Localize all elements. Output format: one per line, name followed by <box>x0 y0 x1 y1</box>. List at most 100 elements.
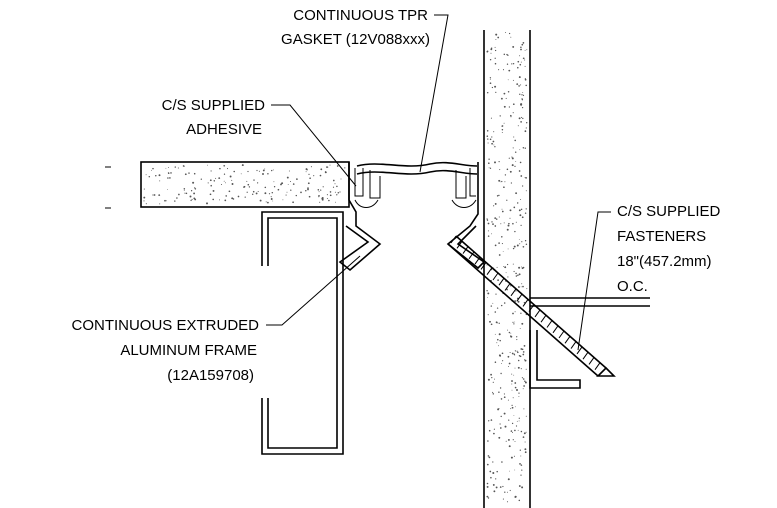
speckle-dot <box>287 183 289 185</box>
speckle-dot <box>490 117 492 119</box>
speckle-dot <box>508 32 511 35</box>
speckle-dot <box>168 167 170 169</box>
speckle-dot <box>494 361 497 363</box>
speckle-dot <box>510 456 513 459</box>
speckle-dot <box>507 248 509 250</box>
speckle-dot <box>491 136 493 138</box>
speckle-dot <box>518 485 521 487</box>
speckle-dot <box>499 387 502 389</box>
speckle-dot <box>511 422 514 425</box>
speckle-dot <box>513 353 516 355</box>
speckle-dot <box>273 181 275 183</box>
speckle-dot <box>524 359 527 362</box>
speckle-dot <box>517 351 519 354</box>
speckle-dot <box>490 48 493 51</box>
speckle-dot <box>524 147 526 149</box>
speckle-dot <box>497 338 499 341</box>
speckle-dot <box>340 178 342 180</box>
speckle-dot <box>270 198 273 200</box>
speckle-dot <box>514 469 516 471</box>
speckle-dot <box>492 391 494 393</box>
speckle-dot <box>233 170 235 173</box>
tpr-gasket <box>356 161 478 175</box>
speckle-dot <box>517 60 520 63</box>
speckle-dot <box>512 397 514 399</box>
speckle-dot <box>490 52 492 54</box>
speckle-dot <box>514 151 517 153</box>
speckle-dot <box>520 455 522 457</box>
speckle-dot <box>285 194 287 196</box>
speckle-dot <box>500 372 502 375</box>
speckle-dot <box>520 84 522 86</box>
speckle-dot <box>270 196 272 198</box>
speckle-dot <box>499 427 502 429</box>
speckle-dot <box>288 170 290 172</box>
speckle-dot <box>489 320 491 323</box>
speckle-dot <box>503 412 506 415</box>
frame-label-line3: (12A159708) <box>167 367 254 384</box>
speckle-dot <box>493 490 496 493</box>
aluminum-frame-right <box>446 162 486 270</box>
speckle-dot <box>194 188 197 190</box>
speckle-dot <box>183 189 185 191</box>
speckle-dot <box>243 186 245 188</box>
speckle-dot <box>237 195 240 198</box>
speckle-dot <box>512 222 514 225</box>
speckle-dot <box>252 190 255 193</box>
speckle-dot <box>522 351 525 353</box>
speckle-dot <box>514 350 517 352</box>
speckle-dot <box>518 420 520 422</box>
speckle-dot <box>320 168 322 171</box>
speckle-dot <box>193 172 196 175</box>
speckle-dot <box>487 292 490 295</box>
speckle-dot <box>486 218 488 220</box>
speckle-dot <box>148 175 151 178</box>
speckle-dot <box>521 216 524 219</box>
speckle-dot <box>207 182 209 184</box>
speckle-dot <box>520 46 522 49</box>
speckle-dot <box>514 139 517 142</box>
speckle-dot <box>491 377 493 379</box>
speckle-dot <box>329 194 332 197</box>
speckle-dot <box>286 176 289 179</box>
speckle-dot <box>520 121 522 123</box>
speckle-dot <box>522 378 525 380</box>
speckle-dot <box>490 305 493 307</box>
speckle-dot <box>326 166 328 168</box>
speckle-dot <box>185 192 188 195</box>
speckle-dot <box>495 321 498 324</box>
speckle-dot <box>246 180 248 182</box>
speckle-dot <box>505 97 507 99</box>
speckle-dot <box>502 251 504 252</box>
speckle-dot <box>521 348 524 351</box>
speckle-dot <box>502 69 505 71</box>
speckle-dot <box>295 194 297 197</box>
speckle-dot <box>505 272 507 274</box>
speckle-dot <box>500 415 502 418</box>
speckle-dot <box>520 224 522 227</box>
speckle-dot <box>496 266 498 268</box>
speckle-dot <box>521 241 523 243</box>
speckle-dot <box>514 230 516 233</box>
speckle-dot <box>265 201 267 203</box>
speckle-dot <box>305 190 307 192</box>
speckle-dot <box>191 198 193 200</box>
speckle-dot <box>520 430 523 433</box>
speckle-dot <box>212 189 215 192</box>
speckle-dot <box>518 499 521 502</box>
speckle-dot <box>488 167 490 169</box>
speckle-dot <box>491 142 493 145</box>
speckle-dot <box>190 190 193 192</box>
speckle-dot <box>495 39 497 40</box>
speckle-dot <box>495 478 497 480</box>
speckle-dot <box>310 166 312 168</box>
speckle-dot <box>522 285 524 288</box>
speckle-dot <box>271 191 274 194</box>
speckle-dot <box>524 65 526 67</box>
speckle-dot <box>513 455 515 457</box>
speckle-dot <box>516 339 518 341</box>
speckle-dot <box>282 199 284 201</box>
speckle-dot <box>524 49 526 51</box>
speckle-dot <box>509 217 511 219</box>
speckle-dot <box>488 162 490 164</box>
